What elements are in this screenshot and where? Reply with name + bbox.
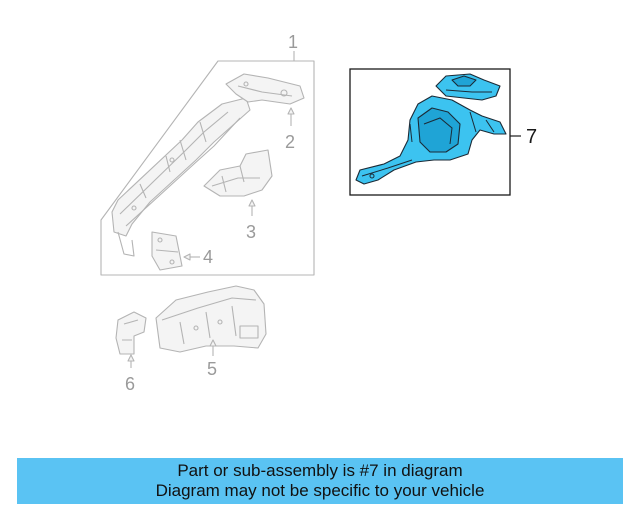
part-7-highlight xyxy=(355,73,507,185)
callout-2-label: 2 xyxy=(285,132,295,152)
part-4 xyxy=(151,231,183,271)
info-banner: Part or sub-assembly is #7 in diagram Di… xyxy=(17,458,623,504)
part-2 xyxy=(225,73,305,105)
callout-3-label: 3 xyxy=(246,222,256,242)
callout-5-label: 5 xyxy=(207,359,217,379)
part-3 xyxy=(203,149,273,197)
callout-7-label: 7 xyxy=(526,126,537,148)
callout-4-label: 4 xyxy=(203,247,213,267)
callout-1-label: 1 xyxy=(288,32,298,52)
callout-6-label: 6 xyxy=(125,374,135,394)
parts-diagram: 1 2 3 4 xyxy=(100,32,537,394)
banner-line-1: Part or sub-assembly is #7 in diagram xyxy=(177,461,463,480)
banner-line-2: Diagram may not be specific to your vehi… xyxy=(155,481,485,500)
part-5 xyxy=(155,285,267,353)
rail-part xyxy=(111,97,251,257)
assembly-1-outline xyxy=(100,60,315,276)
part-6 xyxy=(115,311,147,355)
